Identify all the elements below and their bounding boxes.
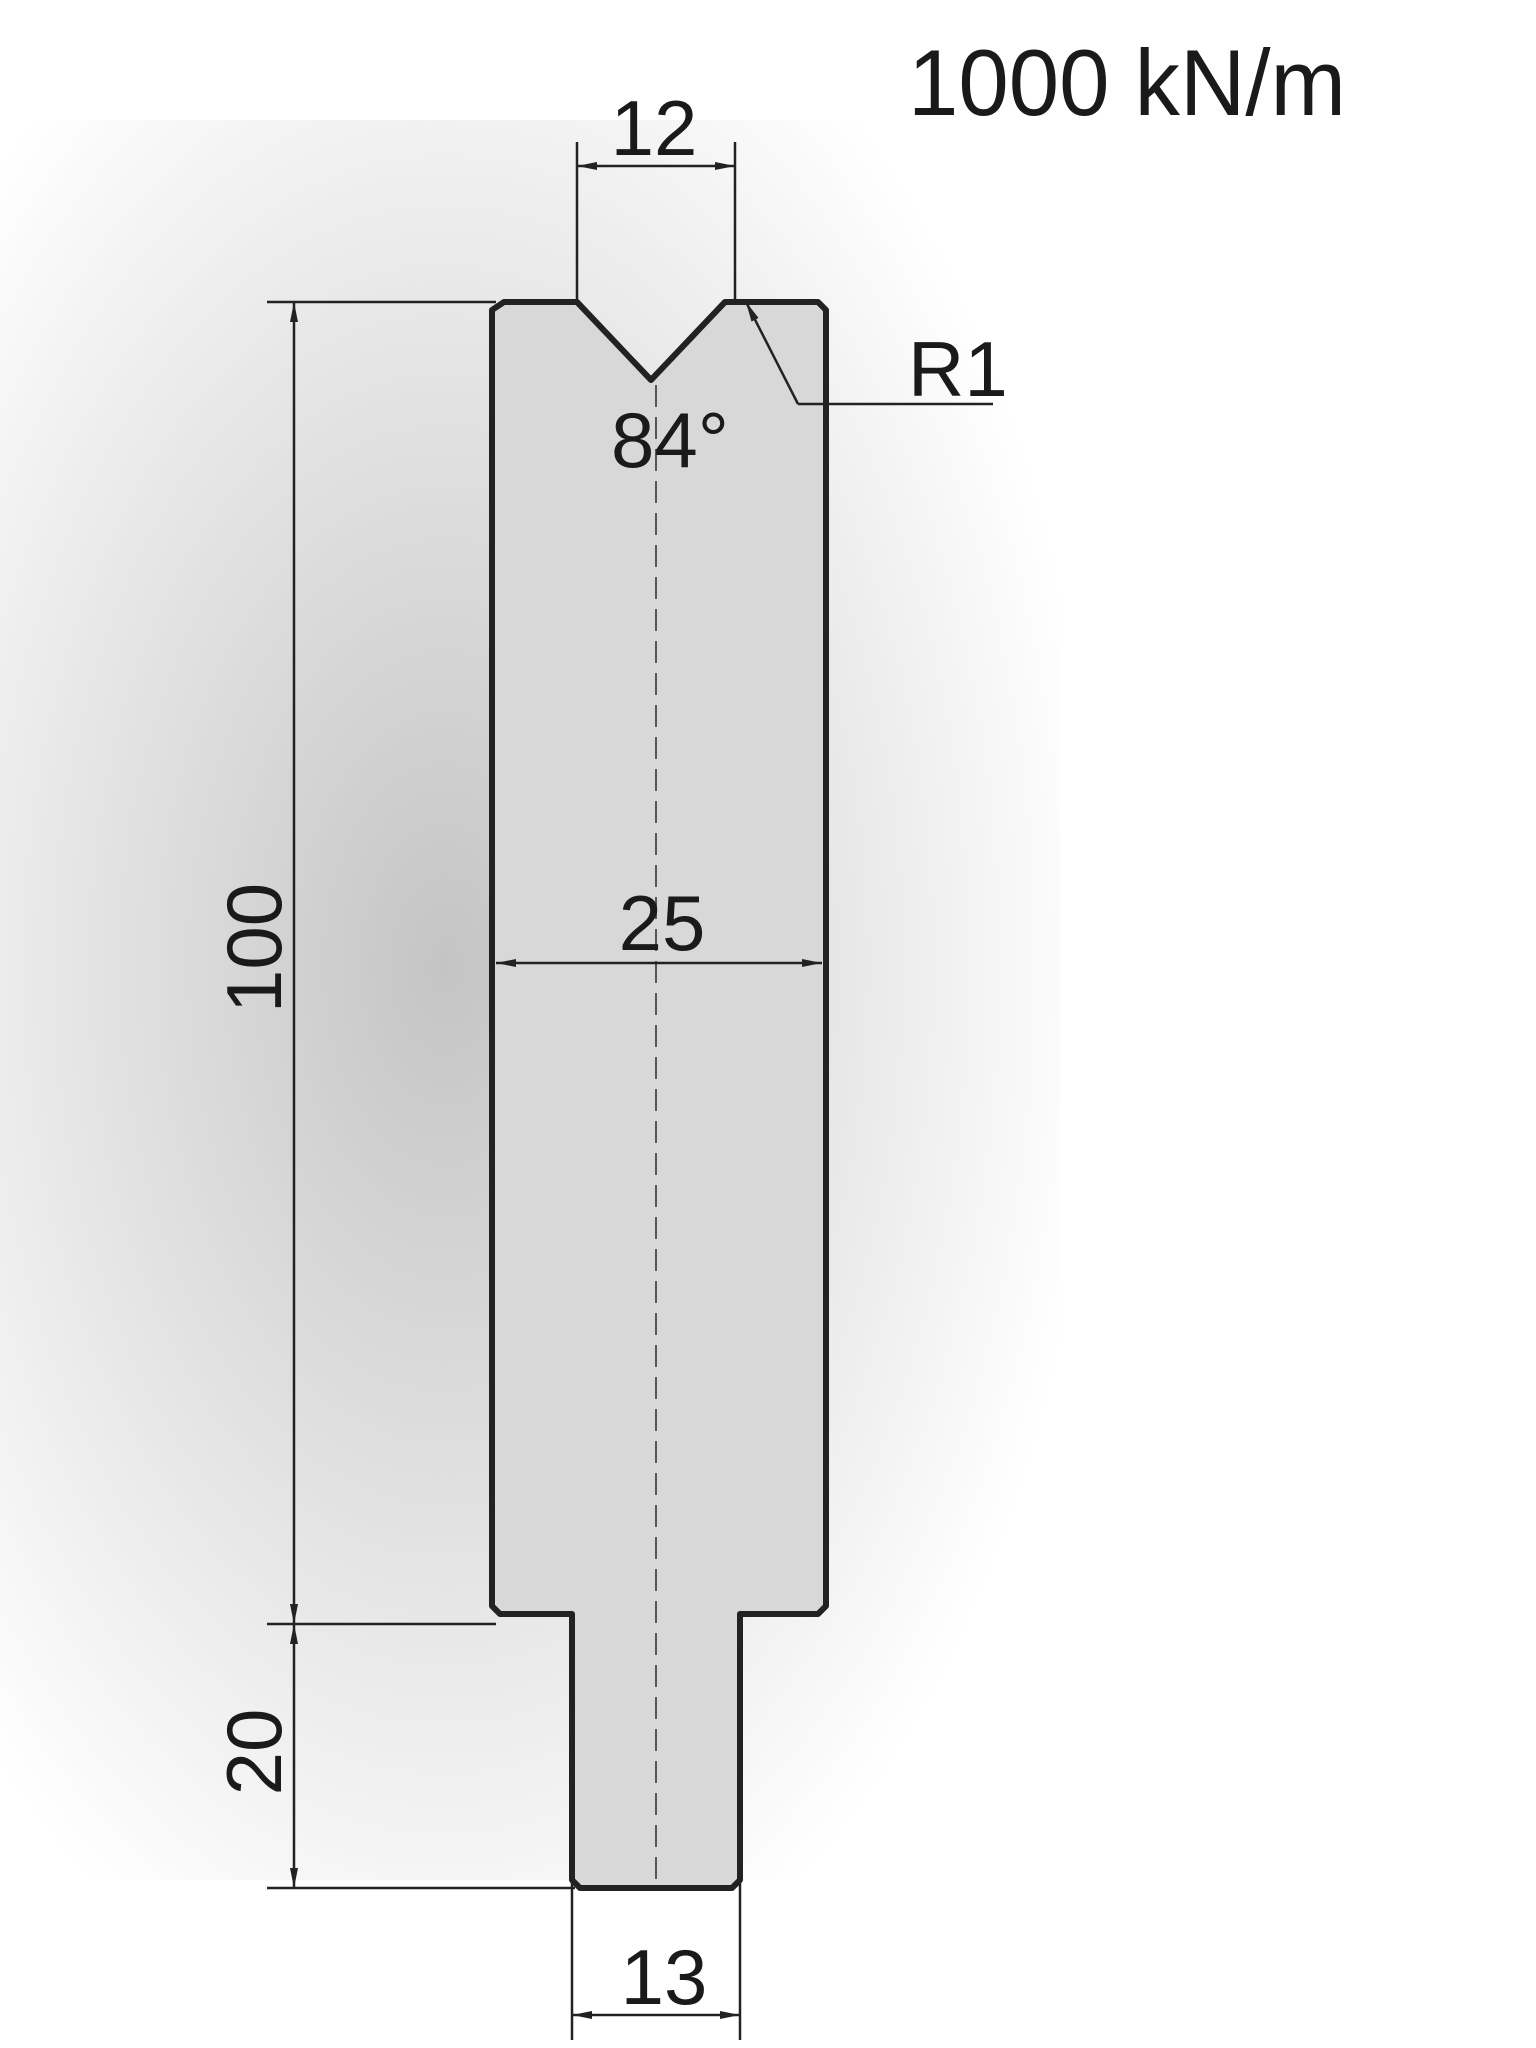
tip-width-dimension xyxy=(575,142,737,300)
tang-width-label: 13 xyxy=(621,1933,708,2021)
rating-label: 1000 kN/m xyxy=(908,30,1346,135)
tip-width-label: 12 xyxy=(611,84,698,172)
radius-leader xyxy=(744,301,993,406)
tip-angle-label: 84° xyxy=(611,396,729,484)
tang-width-dimension xyxy=(570,1880,742,2040)
total-height-label: 100 xyxy=(210,883,298,1013)
tool-profile-body xyxy=(489,299,829,1891)
body-width-label: 25 xyxy=(619,879,706,967)
height-dimension xyxy=(267,300,496,1626)
tip-radius-label: R1 xyxy=(908,325,1008,413)
tang-height-dimension xyxy=(267,1624,575,1890)
tang-height-label: 20 xyxy=(210,1709,298,1796)
